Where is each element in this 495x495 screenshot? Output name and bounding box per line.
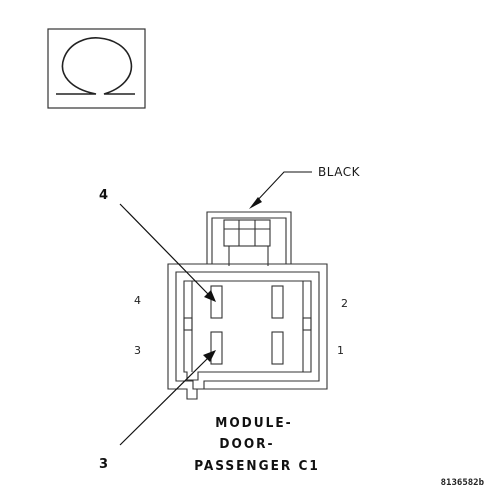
- cavity-wall: [183, 280, 312, 381]
- view-symbol-frame: [47, 28, 146, 109]
- terminal-cavity-1: [271, 331, 284, 365]
- omega-symbol-icon: [56, 37, 135, 95]
- connector-body: [167, 211, 328, 400]
- callout-top: 4: [99, 188, 216, 302]
- title-line-3: PASSENGER C1: [194, 458, 320, 474]
- key-left: [183, 317, 193, 331]
- housing-inner: [175, 271, 320, 390]
- callout-top-line: [119, 203, 209, 295]
- latch-housing-inner: [211, 217, 287, 264]
- color-leader-arrowhead: [249, 197, 262, 209]
- title-line-2: DOOR-: [219, 436, 274, 452]
- latch-housing-outer: [206, 211, 292, 264]
- reference-code: 8136582b: [441, 478, 485, 488]
- terminal-cavity-4: [210, 285, 223, 319]
- view-symbol: [47, 28, 146, 109]
- pin-label-bottom-left: 3: [134, 344, 141, 357]
- key-right: [302, 317, 312, 331]
- color-callout: BLACK: [249, 165, 361, 209]
- callout-bottom-arrowhead: [203, 350, 216, 362]
- housing-outer: [167, 263, 328, 400]
- callout-bottom-number: 3: [99, 457, 108, 472]
- pin-label-top-left: 4: [134, 294, 141, 307]
- callout-top-number: 4: [99, 188, 108, 203]
- callout-top-arrowhead: [204, 290, 216, 302]
- pin-label-bottom-right: 1: [337, 344, 344, 357]
- latch-tab: [223, 219, 271, 247]
- color-label: BLACK: [318, 165, 361, 179]
- pin-labels: 4 2 3 1: [134, 294, 348, 357]
- connector-title: MODULE- DOOR- PASSENGER C1: [194, 415, 320, 474]
- title-line-1: MODULE-: [215, 415, 292, 431]
- terminal-cavity-2: [271, 285, 284, 319]
- color-leader-line: [253, 171, 312, 205]
- pin-label-top-right: 2: [341, 297, 348, 310]
- callout-bottom-line: [119, 357, 209, 446]
- callout-bottom: 3: [99, 350, 216, 472]
- terminal-cavity-3: [210, 331, 223, 365]
